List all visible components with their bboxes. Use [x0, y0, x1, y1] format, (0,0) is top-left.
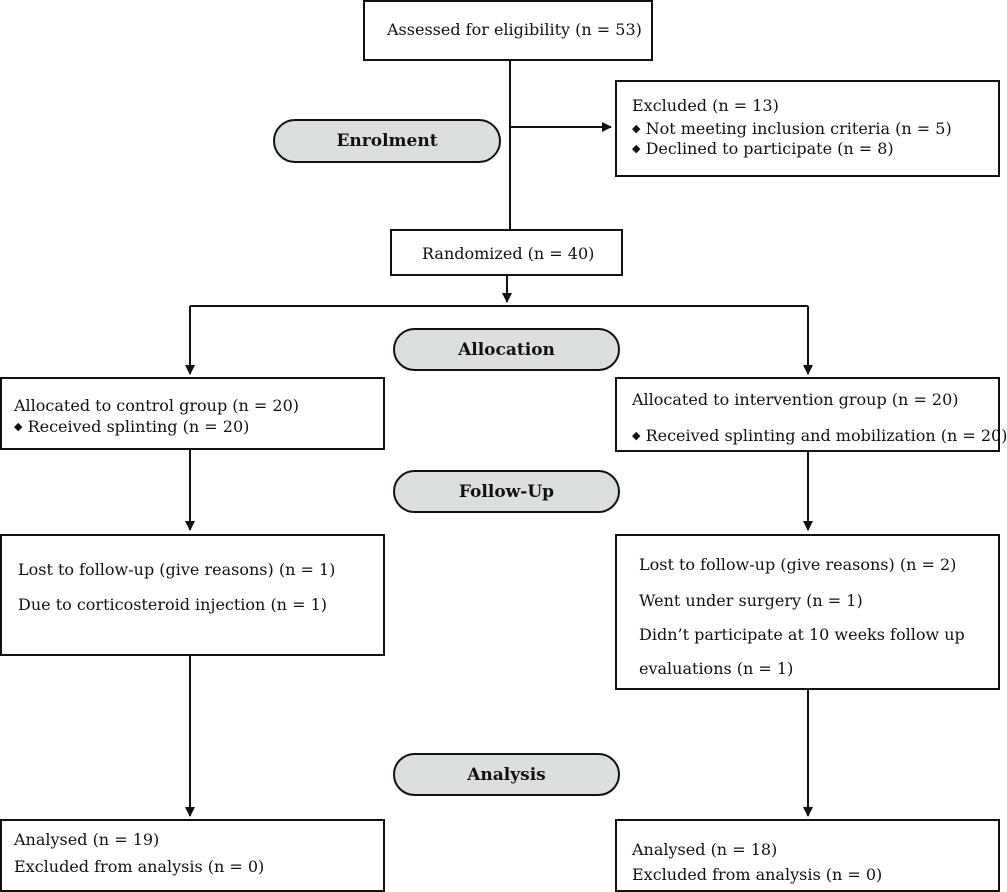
- control-lost-reason-1: Due to corticosteroid injection (n = 1): [18, 595, 327, 614]
- bullet-diamond-icon: ◆: [632, 122, 641, 135]
- intervention-lost-text: Lost to follow-up (give reasons) (n = 2): [639, 555, 957, 574]
- intervention-allocated-text: Allocated to intervention group (n = 20): [632, 390, 959, 409]
- intervention-allocated-box: Allocated to intervention group (n = 20)…: [615, 377, 1007, 452]
- control-allocated-text: Allocated to control group (n = 20): [14, 396, 299, 415]
- assessed-box: Assessed for eligibility (n = 53): [363, 0, 653, 61]
- randomized-text: Randomized (n = 40): [422, 244, 595, 263]
- control-analysed-text: Analysed (n = 19): [14, 830, 160, 849]
- intervention-excluded-analysis-text: Excluded from analysis (n = 0): [632, 865, 883, 884]
- excluded-item-1: ◆ Not meeting inclusion criteria (n = 5): [632, 119, 952, 138]
- intervention-followup-box: Lost to follow-up (give reasons) (n = 2)…: [615, 534, 1000, 690]
- assessed-text: Assessed for eligibility (n = 53): [387, 20, 642, 39]
- intervention-analysis-box: Analysed (n = 18) Excluded from analysis…: [615, 819, 1000, 892]
- bullet-diamond-icon: ◆: [632, 142, 641, 155]
- stage-enrolment: Enrolment: [273, 119, 501, 163]
- intervention-lost-reason-2: Didn’t participate at 10 weeks follow up: [639, 625, 965, 644]
- control-excluded-analysis-text: Excluded from analysis (n = 0): [14, 857, 265, 876]
- control-received: ◆ Received splinting (n = 20): [14, 417, 250, 436]
- control-followup-box: Lost to follow-up (give reasons) (n = 1)…: [0, 534, 385, 656]
- intervention-analysed-text: Analysed (n = 18): [632, 840, 778, 859]
- excluded-title: Excluded (n = 13): [632, 96, 779, 115]
- control-analysis-box: Analysed (n = 19) Excluded from analysis…: [0, 819, 385, 892]
- control-lost-text: Lost to follow-up (give reasons) (n = 1): [18, 560, 336, 579]
- control-allocated-box: Allocated to control group (n = 20) ◆ Re…: [0, 377, 385, 450]
- intervention-received: ◆ Received splinting and mobilization (n…: [632, 426, 1007, 445]
- intervention-lost-reason-3: evaluations (n = 1): [639, 659, 794, 678]
- randomized-box: Randomized (n = 40): [390, 229, 623, 276]
- stage-followup: Follow-Up: [393, 470, 620, 513]
- stage-allocation: Allocation: [393, 328, 620, 371]
- bullet-diamond-icon: ◆: [14, 420, 23, 433]
- excluded-item-2: ◆ Declined to participate (n = 8): [632, 139, 894, 158]
- stage-analysis: Analysis: [393, 753, 620, 796]
- excluded-box: Excluded (n = 13) ◆ Not meeting inclusio…: [615, 80, 1000, 177]
- bullet-diamond-icon: ◆: [632, 429, 641, 442]
- intervention-lost-reason-1: Went under surgery (n = 1): [639, 591, 863, 610]
